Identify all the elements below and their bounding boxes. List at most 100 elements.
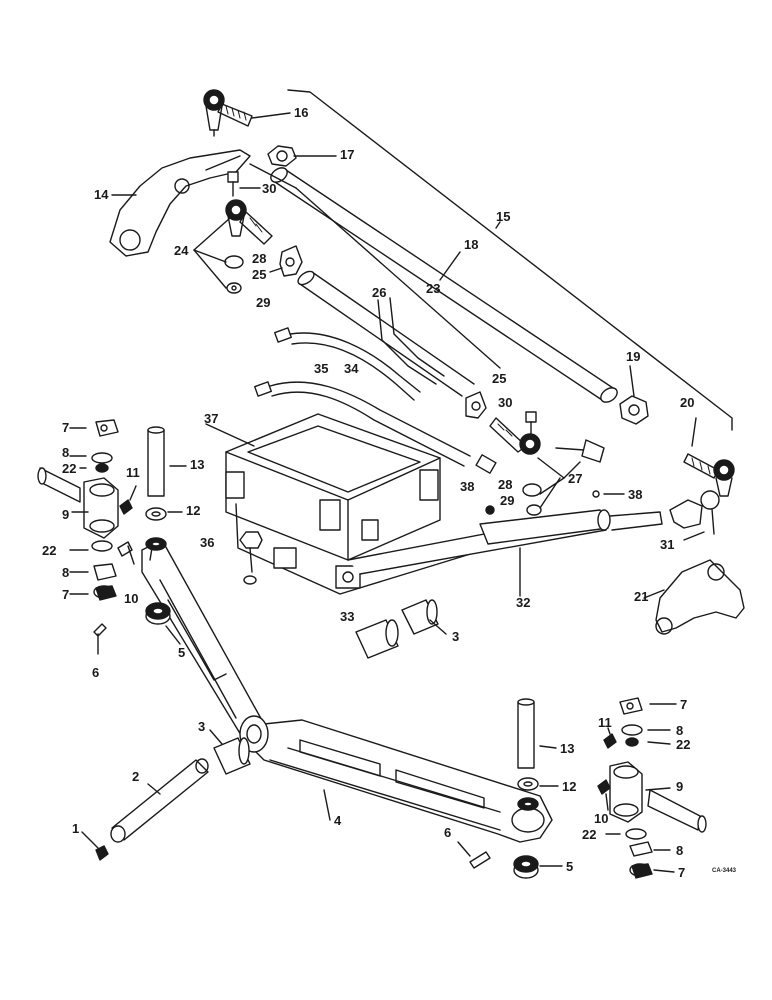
tie-rod-tube-18 <box>270 167 618 403</box>
callout-27: 27 <box>568 471 583 486</box>
callout-25: 25 <box>252 267 267 282</box>
callout-4: 4 <box>334 813 342 828</box>
callout-5: 5 <box>178 645 186 660</box>
hydraulic-hose-26 <box>377 297 445 385</box>
callout-22: 22 <box>42 543 57 558</box>
callout-22: 22 <box>676 737 691 752</box>
callout-23: 23 <box>426 281 441 296</box>
callout-8: 8 <box>676 723 684 738</box>
steering-knuckle-9-right <box>597 697 707 879</box>
callout-6: 6 <box>444 825 452 840</box>
callout-8: 8 <box>62 565 70 580</box>
callout-13: 13 <box>190 457 205 472</box>
callout-11: 11 <box>598 715 612 730</box>
callout-12: 12 <box>186 503 201 518</box>
callout-22: 22 <box>62 461 77 476</box>
callout-16: 16 <box>294 105 309 120</box>
steering-cylinder-32 <box>347 490 720 597</box>
pivot-pin-2 <box>110 758 209 843</box>
callout-30: 30 <box>262 181 277 196</box>
callout-20: 20 <box>680 395 695 410</box>
bolt-30-lower <box>525 411 537 435</box>
callout-22: 22 <box>582 827 597 842</box>
king-pin-13-upper <box>147 426 187 497</box>
callout-26: 26 <box>372 285 387 300</box>
bushing-3-lower <box>209 729 251 775</box>
callout-7: 7 <box>678 865 686 880</box>
callout-3: 3 <box>198 719 206 734</box>
callout-19: 19 <box>626 349 641 364</box>
axle-bushing-5-lower <box>513 855 563 879</box>
callout-8: 8 <box>676 843 684 858</box>
callout-36: 36 <box>200 535 215 550</box>
ball-joint-27 <box>489 417 605 516</box>
callout-9: 9 <box>676 779 684 794</box>
callout-24: 24 <box>174 243 189 258</box>
callout-3: 3 <box>452 629 460 644</box>
callout-29: 29 <box>256 295 271 310</box>
callout-21: 21 <box>634 589 649 604</box>
front-axle-beam-4 <box>141 539 553 843</box>
callout-37: 37 <box>204 411 219 426</box>
bushing-3-upper <box>401 599 447 635</box>
callout-31: 31 <box>660 537 675 552</box>
steering-knuckle-9-left <box>37 419 137 601</box>
nut-19 <box>619 365 649 425</box>
clamp-25-lower <box>465 391 487 419</box>
roll-pin-6-right <box>457 841 491 869</box>
callout-32: 32 <box>516 595 531 610</box>
thrust-washer-12-lower <box>517 777 559 811</box>
axle-bushing-5-upper <box>145 602 181 645</box>
callout-7: 7 <box>62 420 70 435</box>
callout-28: 28 <box>252 251 267 266</box>
callout-7: 7 <box>62 587 70 602</box>
callout-10: 10 <box>124 591 139 606</box>
reference-code: CA-3443 <box>712 868 737 874</box>
callout-14: 14 <box>94 187 109 202</box>
callout-25: 25 <box>492 371 507 386</box>
front-support-37 <box>205 413 491 595</box>
callout-17: 17 <box>340 147 355 162</box>
callout-30: 30 <box>498 395 513 410</box>
callout-33: 33 <box>340 609 355 624</box>
callout-18: 18 <box>464 237 479 252</box>
callout-9: 9 <box>62 507 70 522</box>
callout-1: 1 <box>72 821 80 836</box>
bushing-33 <box>355 619 399 659</box>
tie-rod-assembly-bracket-line <box>287 89 733 431</box>
roll-pin-6-left <box>93 623 107 655</box>
tie-rod-end-20 <box>683 417 735 497</box>
tie-rod-end-16 <box>203 89 291 137</box>
tie-rod-23 <box>249 163 501 397</box>
hydraulic-hose-35 <box>274 327 421 401</box>
ball-joint-24 <box>193 199 273 294</box>
king-pin-13-lower <box>517 698 557 769</box>
callout-28: 28 <box>498 477 513 492</box>
callout-38: 38 <box>460 479 475 494</box>
callout-2: 2 <box>132 769 140 784</box>
callout-15: 15 <box>496 209 511 224</box>
bolt-36 <box>239 531 263 585</box>
grease-fitting-38 <box>485 490 625 515</box>
callout-38: 38 <box>628 487 643 502</box>
callout-35: 35 <box>314 361 329 376</box>
callout-6: 6 <box>92 665 100 680</box>
hydraulic-hose-34 <box>254 381 497 474</box>
nut-17 <box>267 145 337 167</box>
grease-fitting-1 <box>81 831 109 861</box>
callout-12: 12 <box>562 779 577 794</box>
thrust-washer-12-upper <box>145 507 183 551</box>
callout-7: 7 <box>680 697 688 712</box>
callout-10: 10 <box>594 811 609 826</box>
callout-34: 34 <box>344 361 359 376</box>
callout-8: 8 <box>62 445 70 460</box>
bolt-30-upper <box>227 171 261 197</box>
callout-13: 13 <box>560 741 575 756</box>
callout-29: 29 <box>500 493 515 508</box>
steering-arm-21 <box>643 559 745 635</box>
callout-11: 11 <box>126 465 140 480</box>
clamp-25-upper <box>269 245 303 277</box>
callout-5: 5 <box>566 859 574 874</box>
